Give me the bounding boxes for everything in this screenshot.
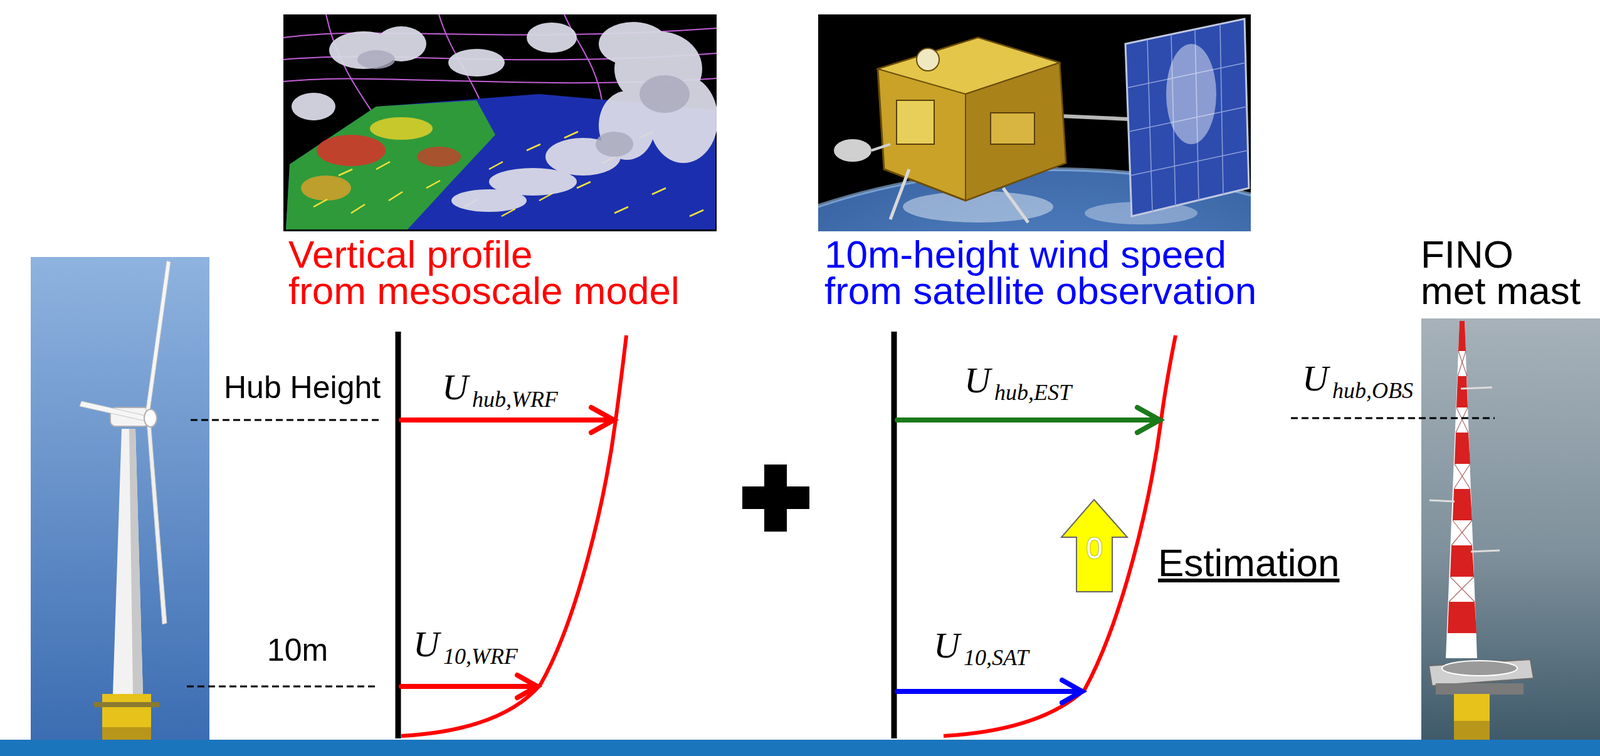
- met-mast-photo: [1421, 318, 1600, 740]
- mesoscale-render: [283, 14, 717, 232]
- wind-speed-symbol: Uhub,OBS: [1302, 360, 1414, 409]
- height-label: Hub Height: [223, 371, 381, 404]
- axis-line: [395, 331, 402, 739]
- axis-line: [891, 331, 898, 739]
- symbol-subscript: 10,WRF: [443, 643, 518, 669]
- satellite-photo: [818, 14, 1251, 232]
- wind-profile: [943, 335, 1176, 737]
- footer-band: [0, 739, 1600, 756]
- symbol-subscript: hub,WRF: [472, 386, 558, 412]
- symbol-letter: U: [933, 625, 960, 666]
- symbol-letter: U: [964, 359, 991, 401]
- section-heading: 10m-height wind speed from satellite obs…: [824, 236, 1276, 310]
- symbol-letter: U: [442, 366, 469, 408]
- symbol-subscript: hub,OBS: [1332, 378, 1414, 404]
- estimation-arrow: [1061, 499, 1128, 592]
- wind-profile: [401, 335, 627, 737]
- wrap-spacer: [570, 236, 728, 273]
- wind-speed-symbol: U10,SAT: [933, 627, 1029, 676]
- symbol-letter: U: [1302, 357, 1329, 399]
- wind-arrow: [401, 407, 1160, 703]
- wind-speed-symbol: Uhub,EST: [964, 362, 1072, 411]
- plus-sign: [742, 464, 810, 532]
- section-heading: Vertical profile from mesoscale model: [288, 236, 728, 310]
- hub-height-line: [1290, 417, 1495, 420]
- wind-speed-symbol: U10,WRF: [413, 626, 518, 675]
- hub-height-line: [190, 419, 380, 422]
- symbol-letter: U: [413, 623, 440, 665]
- estimation-label: Estimation: [1157, 540, 1340, 586]
- height-label: 10m: [267, 634, 328, 666]
- wrap-spacer: [1533, 236, 1597, 273]
- arrow-mark: 0: [1076, 532, 1113, 565]
- turbine-photo: [30, 257, 210, 740]
- symbol-subscript: hub,EST: [994, 379, 1072, 406]
- height-line: [186, 685, 378, 688]
- wind-speed-symbol: Uhub,WRF: [442, 369, 558, 418]
- symbol-subscript: 10,SAT: [963, 645, 1029, 671]
- photo-caption: FINO met mast: [1420, 236, 1597, 310]
